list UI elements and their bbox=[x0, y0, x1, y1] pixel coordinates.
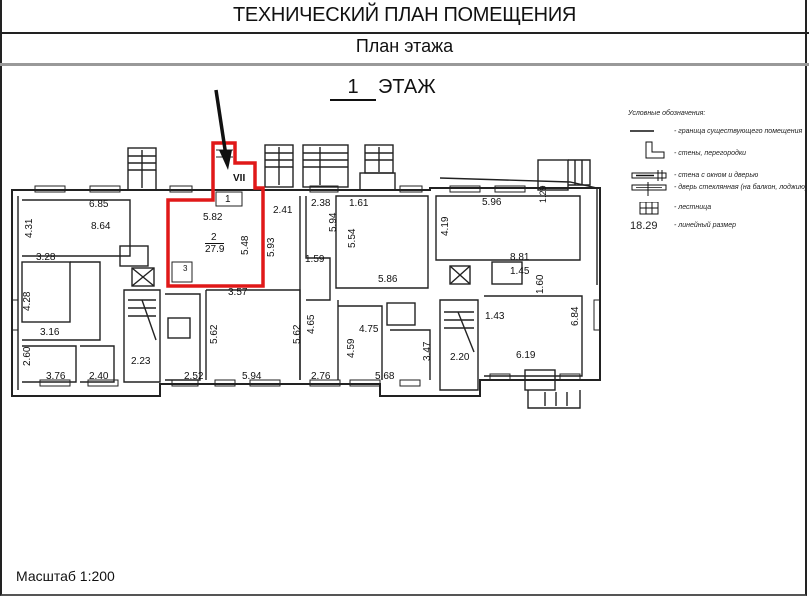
floor-word: ЭТАЖ bbox=[378, 76, 436, 98]
dim-label: 3.28 bbox=[36, 252, 56, 263]
highlight-room-area: 27.9 bbox=[205, 243, 225, 255]
scale-label: Масштаб 1:200 bbox=[16, 568, 115, 584]
dim-label: 5.62 bbox=[209, 324, 220, 344]
linear-size-sample: 18.29 bbox=[630, 220, 658, 232]
dim-label: 5.94 bbox=[242, 371, 262, 382]
floor-number: 1 bbox=[330, 76, 376, 101]
legend-item-linear-size: 18.29 - линейный размер bbox=[630, 220, 736, 232]
dim-label: 5.86 bbox=[378, 274, 398, 285]
room-label-3: 3 bbox=[183, 264, 188, 273]
legend-item-wall-window-door: - стена с окном и дверью bbox=[624, 170, 809, 184]
dim-label: 8.64 bbox=[91, 221, 111, 232]
legend-item-walls: - стены, перегородки bbox=[624, 140, 809, 160]
dim-label: 8.81 bbox=[510, 252, 530, 263]
dim-label: 5.62 bbox=[292, 324, 303, 344]
dim-label: 5.68 bbox=[375, 371, 395, 382]
dim-label: 2.38 bbox=[311, 198, 331, 209]
dim-label: 6.19 bbox=[516, 350, 536, 361]
dim-label: 3.16 bbox=[40, 327, 60, 338]
dim-label: 4.59 bbox=[346, 338, 357, 358]
dim-label: 4.19 bbox=[440, 216, 451, 236]
dim-label: 5.94 bbox=[328, 212, 339, 232]
legend-item-stairs: - лестница bbox=[624, 202, 809, 216]
dim-label: 4.31 bbox=[24, 218, 35, 238]
dim-label: 5.48 bbox=[240, 235, 251, 255]
dim-label: 2.60 bbox=[22, 346, 33, 366]
highlight-room-number: 2 bbox=[211, 232, 217, 243]
dim-label: 2.41 bbox=[273, 205, 293, 216]
walls-icon bbox=[645, 141, 665, 159]
dim-label: 6.85 bbox=[89, 199, 109, 210]
legend-item-boundary: - граница существующего помещения bbox=[624, 126, 809, 140]
legend-title: Условные обозначения: bbox=[628, 110, 706, 117]
dim-label: 1.45 bbox=[510, 266, 530, 277]
dim-label: 2.40 bbox=[89, 371, 109, 382]
dim-label: 5.96 bbox=[482, 197, 502, 208]
dim-label: 1.29 bbox=[538, 185, 548, 203]
stairs-icon bbox=[639, 202, 659, 215]
dim-label: 5.54 bbox=[347, 228, 358, 248]
dim-label: 1.59 bbox=[305, 254, 325, 265]
document-subtitle: План этажа bbox=[0, 32, 809, 66]
dim-label: 5.93 bbox=[266, 237, 277, 257]
pointer-arrow-head bbox=[219, 150, 232, 170]
dim-label: 1.60 bbox=[535, 274, 546, 294]
room-label-1: 1 bbox=[225, 194, 231, 205]
dim-label: 5.82 bbox=[203, 212, 223, 223]
dim-label: 2.20 bbox=[450, 352, 470, 363]
dim-label: 4.65 bbox=[306, 314, 317, 334]
dim-label: 2.52 bbox=[184, 371, 204, 382]
boundary-line-icon bbox=[630, 130, 654, 132]
dim-label: 1.43 bbox=[485, 311, 505, 322]
dim-label: 3.57 bbox=[228, 287, 248, 298]
highlighted-unit-outline bbox=[166, 141, 265, 288]
dim-label: 6.84 bbox=[570, 306, 581, 326]
dim-label: 2.23 bbox=[131, 356, 151, 367]
legend-item-glass-door: - дверь стеклянная (на балкон, лоджию) bbox=[624, 182, 809, 196]
glass-door-icon bbox=[631, 182, 667, 196]
dim-label: 4.75 bbox=[359, 324, 379, 335]
dim-label: 1.61 bbox=[349, 198, 369, 209]
pointer-arrow-line bbox=[214, 89, 228, 157]
dim-label: 3.47 bbox=[422, 341, 433, 361]
dim-label: 4.28 bbox=[22, 291, 33, 311]
document-title: ТЕХНИЧЕСКИЙ ПЛАН ПОМЕЩЕНИЯ bbox=[0, 0, 809, 34]
wall-window-door-icon bbox=[631, 170, 667, 181]
dim-label: 2.76 bbox=[311, 371, 331, 382]
dim-label: 3.76 bbox=[46, 371, 66, 382]
room-label-vii: VII bbox=[233, 173, 246, 184]
